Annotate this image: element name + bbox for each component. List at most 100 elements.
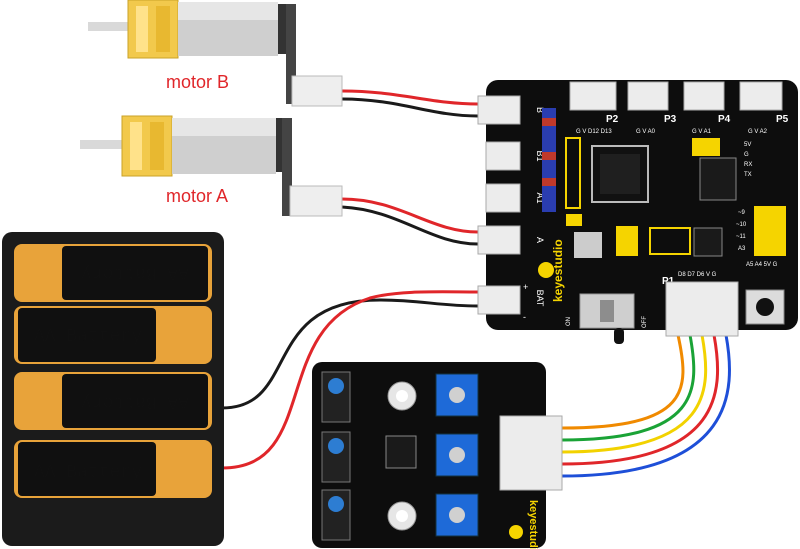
mounting-hole-center [396, 510, 408, 522]
ir-emitter [328, 438, 344, 454]
chip-face [600, 154, 640, 194]
motor-a-shaft [80, 140, 124, 149]
port-bat-connector [477, 285, 521, 315]
p4-pin-labels: G V A1 [692, 129, 712, 135]
reset-button-cap [756, 298, 774, 316]
motor-body-highlight [178, 2, 278, 20]
switch-lever [614, 328, 624, 344]
jumper-cap [542, 178, 556, 186]
logic-ic [699, 157, 737, 201]
sensor-red-wire [560, 333, 720, 466]
side-pin-11: ~11 [736, 234, 746, 240]
battery-pack: AA Battery AA Battery AA Battery AA Batt… [2, 232, 224, 546]
switch-slider [600, 300, 614, 322]
sensor-green-wire [560, 333, 696, 442]
jumper-cap [542, 118, 556, 126]
motor-a-gearbox [121, 115, 173, 177]
sensor-blue-wire [560, 333, 731, 478]
ir-emitter [328, 378, 344, 394]
keyestudio-logo-icon [538, 262, 554, 278]
sensor-yellow-wire [560, 333, 708, 454]
port-a1-label: A1 [535, 192, 545, 203]
pin-header-yellow [692, 138, 720, 156]
header-p2-label: P2 [606, 114, 619, 125]
side-pin-9: ~9 [738, 210, 746, 216]
motor-b-gearbox [127, 0, 179, 59]
p3-pin-labels: G V A0 [636, 129, 656, 135]
battery-cell-1-label: AA Battery [81, 262, 189, 282]
battery-label-band [62, 246, 208, 300]
serial-tx-label: TX [744, 172, 752, 178]
mounting-hole-center [396, 390, 408, 402]
gear-detail [136, 6, 148, 52]
jumper-cap [542, 152, 556, 160]
bottom-pin-labels: A5 A4 5V G [746, 262, 778, 268]
battery-cell-3: AA Battery [14, 372, 212, 430]
port-a1-connector [485, 183, 521, 213]
battery-cell-3-label: AA Battery [81, 391, 189, 411]
reset-button[interactable] [745, 289, 785, 325]
header-p3 [627, 81, 669, 111]
battery-cell-4: AA Battery [14, 440, 212, 498]
battery-cell-2-label: AA Battery [34, 327, 142, 347]
p1-pin-labels: D8 D7 D6 V G [678, 272, 717, 278]
wires [220, 89, 731, 478]
battery-label-band [18, 442, 156, 496]
motor-b-shaft [88, 22, 132, 31]
serial-g-label: G [744, 152, 749, 158]
p5-pin-labels: G V A2 [748, 129, 768, 135]
io-pin-matrix [754, 206, 786, 256]
header-p5-label: P5 [776, 114, 789, 125]
side-pin-10: ~10 [736, 222, 747, 228]
battery-label-band [62, 374, 208, 428]
battery-red-wire [220, 290, 480, 470]
switch-off-label: OFF [642, 316, 648, 328]
battery-cell-2: AA Battery [14, 306, 212, 364]
motor-a-red-wire [340, 197, 480, 234]
header-p4 [683, 81, 725, 111]
gear-detail [150, 122, 164, 170]
serial-5v-label: 5V [744, 142, 751, 148]
sensor-connector [499, 415, 563, 491]
bat-minus-label: - [523, 312, 526, 322]
motor-b-connector [291, 75, 343, 107]
silk-outline [649, 227, 691, 255]
side-pin-a3: A3 [738, 246, 746, 252]
gear-detail [130, 122, 142, 170]
motor-b-black-wire [340, 97, 480, 118]
port-a-connector [477, 225, 521, 255]
trimpot-screw [449, 447, 465, 463]
battery-cell-1: AA Battery [14, 244, 212, 302]
capacitor [616, 226, 638, 256]
motor-a-black-wire [340, 205, 480, 246]
motor-body-highlight [172, 118, 276, 136]
port-b-connector [477, 95, 521, 125]
keyestudio-logo-icon [509, 525, 523, 539]
line-tracking-sensor: keyestudio [312, 362, 563, 549]
motor-bracket [286, 4, 296, 104]
motor-b: motor B [88, 0, 343, 107]
header-p5 [739, 81, 783, 111]
regulator-ic [693, 227, 723, 257]
sensor-orange-wire [560, 333, 685, 430]
battery-cell-4-label: AA Battery [34, 463, 142, 483]
motor-bracket [282, 118, 292, 216]
battery-label-band [18, 308, 156, 362]
voltage-regulator [574, 232, 602, 258]
motor-a-label: motor A [166, 186, 228, 206]
header-p1 [665, 281, 739, 337]
port-b-label: B [535, 107, 545, 113]
bat-plus-label: + [523, 282, 528, 292]
serial-rx-label: RX [744, 162, 752, 168]
gear-detail [156, 6, 170, 52]
motor-driver-shield: B B1 A1 A BAT + - P2 P3 P4 P5 G V D12 D1… [477, 80, 798, 344]
motor-a-connector [289, 185, 343, 217]
ir-emitter [328, 496, 344, 512]
comparator-ic [385, 435, 417, 469]
header-p3-label: P3 [664, 114, 677, 125]
sensor-pcb [312, 362, 546, 548]
p2-pin-labels: G V D12 D13 [576, 129, 612, 135]
port-bat-label: BAT [535, 290, 545, 307]
header-p4-label: P4 [718, 114, 731, 125]
